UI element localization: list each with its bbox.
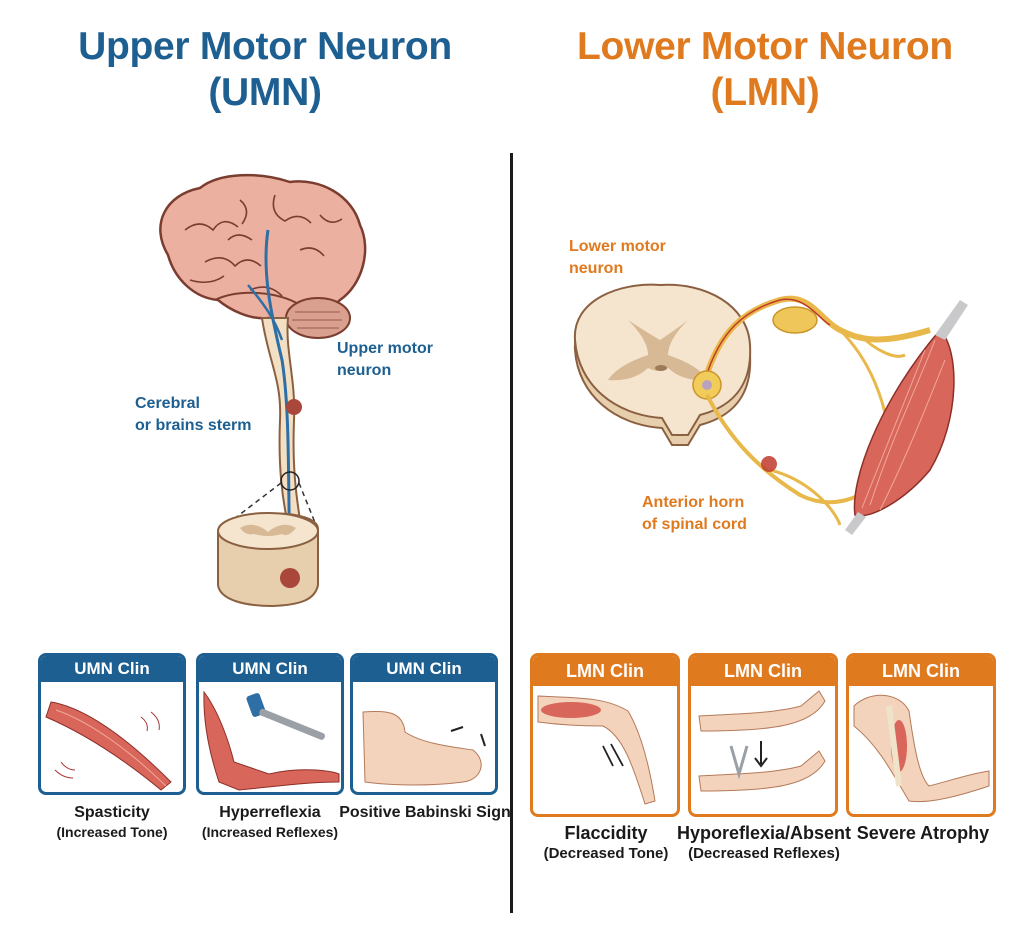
lmn-card-atrophy: LMN Clin bbox=[846, 653, 996, 817]
umn-caption-hyperreflexia: Hyperreflexia (Increased Reflexes) bbox=[186, 803, 354, 841]
upper-motor-neuron-label: Upper motor neuron bbox=[337, 338, 433, 382]
umn-card-babinski: UMN Clin bbox=[350, 653, 498, 795]
card-header: UMN Clin bbox=[41, 656, 183, 682]
muscle-icon bbox=[845, 300, 968, 535]
muscle-tension-icon bbox=[45, 701, 172, 791]
caption-sub: (Decreased Tone) bbox=[543, 845, 669, 862]
caption-sub: (Increased Reflexes) bbox=[201, 824, 339, 840]
limp-arm-icon bbox=[537, 695, 656, 805]
lower-motor-neuron-label: Lower motor neuron bbox=[569, 236, 666, 280]
lmn-title: Lower Motor Neuron (LMN) bbox=[515, 24, 1015, 116]
reflex-test-arm-icon bbox=[698, 690, 826, 792]
lmn-caption-flaccidity: Flaccidity (Decreased Tone) bbox=[526, 822, 686, 864]
label-line: of spinal cord bbox=[642, 516, 747, 533]
caption-title: Flaccidity bbox=[564, 823, 648, 843]
lesion-marker bbox=[286, 399, 302, 415]
card-header: UMN Clin bbox=[199, 656, 341, 682]
label-line: Anterior horn bbox=[642, 494, 745, 511]
umn-title: Upper Motor Neuron (UMN) bbox=[20, 24, 510, 116]
upper-motor-neuron-tract bbox=[264, 229, 292, 581]
label-line: Upper motor bbox=[337, 340, 433, 357]
caption-title: Hyporeflexia/Absent bbox=[676, 823, 852, 843]
illustrations bbox=[159, 173, 968, 608]
lmn-title-line1: Lower Motor Neuron bbox=[577, 25, 953, 68]
umn-caption-spasticity: Spasticity (Increased Tone) bbox=[38, 803, 186, 841]
caption-title: Spasticity bbox=[74, 804, 150, 821]
reflex-hammer-elbow-icon bbox=[203, 690, 340, 791]
caption-sub: (Increased Tone) bbox=[56, 824, 168, 840]
lmn-title-line2: (LMN) bbox=[710, 71, 820, 114]
umn-card-spasticity: UMN Clin bbox=[38, 653, 186, 795]
spinal-cross-section-icon bbox=[217, 512, 320, 608]
label-line: Lower motor bbox=[569, 238, 666, 255]
caption-title: Hyperreflexia bbox=[219, 804, 321, 821]
lmn-caption-hyporeflexia: Hyporeflexia/Absent (Decreased Reflexes) bbox=[674, 822, 854, 864]
caption-title: Positive Babinski Sign bbox=[339, 804, 511, 821]
card-header: UMN Clin bbox=[353, 656, 495, 682]
umn-caption-babinski: Positive Babinski Sign bbox=[336, 803, 514, 823]
label-line: neuron bbox=[569, 260, 624, 277]
anterior-horn-label: Anterior horn of spinal cord bbox=[642, 492, 747, 536]
foot-babinski-icon bbox=[362, 710, 486, 786]
label-line: neuron bbox=[337, 362, 392, 379]
card-header: LMN Clin bbox=[691, 656, 835, 686]
umn-card-hyperreflexia: UMN Clin bbox=[196, 653, 344, 795]
lmn-spinal-cross-section-icon bbox=[573, 283, 752, 446]
caption-title: Severe Atrophy bbox=[856, 823, 990, 843]
center-divider bbox=[510, 153, 513, 913]
label-line: Cerebral bbox=[135, 395, 200, 412]
umn-title-line1: Upper Motor Neuron bbox=[78, 25, 452, 68]
caption-sub: (Decreased Reflexes) bbox=[688, 845, 840, 862]
umn-title-line2: (UMN) bbox=[208, 71, 322, 114]
card-header: LMN Clin bbox=[533, 656, 677, 686]
cerebral-label: Cerebral or brains sterm bbox=[135, 393, 251, 437]
label-line: or brains sterm bbox=[135, 417, 252, 434]
brain-icon bbox=[159, 173, 367, 339]
atrophied-arm-icon bbox=[853, 694, 990, 803]
lmn-card-hyporeflexia: LMN Clin bbox=[688, 653, 838, 817]
card-header: LMN Clin bbox=[849, 656, 993, 686]
lmn-caption-atrophy: Severe Atrophy bbox=[848, 822, 998, 844]
lmn-card-flaccidity: LMN Clin bbox=[530, 653, 680, 817]
